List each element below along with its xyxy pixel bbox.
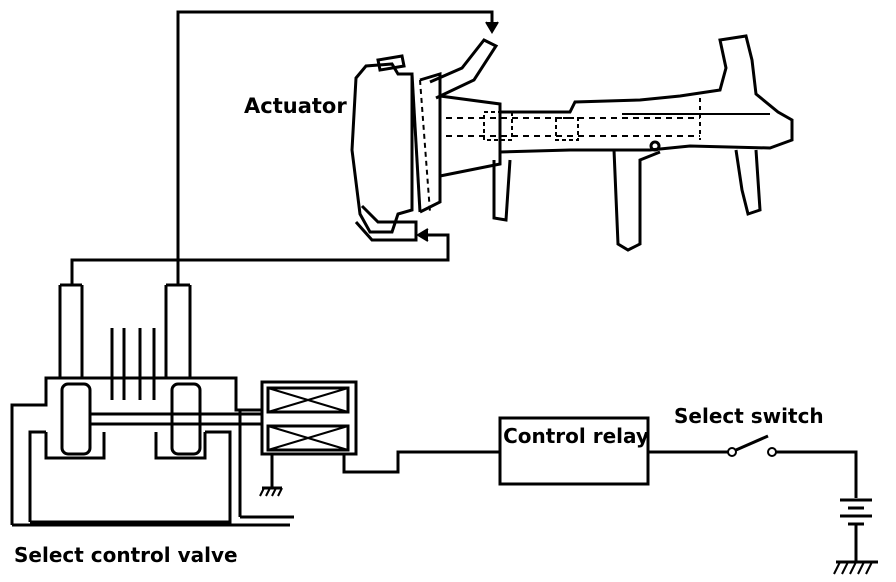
select-switch-label: Select switch: [674, 404, 824, 428]
select-control-valve: [10, 283, 294, 527]
actuator-label: Actuator: [244, 94, 347, 118]
battery-symbol: [840, 498, 872, 562]
select-control-valve-label: Select control valve: [14, 543, 238, 567]
select-switch: [648, 434, 858, 498]
actuator: [350, 34, 794, 252]
solenoid-ground-symbol: [259, 486, 283, 497]
battery-ground-symbol: [833, 560, 878, 575]
control-relay-label: Control relay: [503, 424, 649, 448]
air-line-bottom: [70, 228, 450, 285]
air-line-top: [176, 10, 499, 285]
solenoid: [260, 380, 500, 488]
